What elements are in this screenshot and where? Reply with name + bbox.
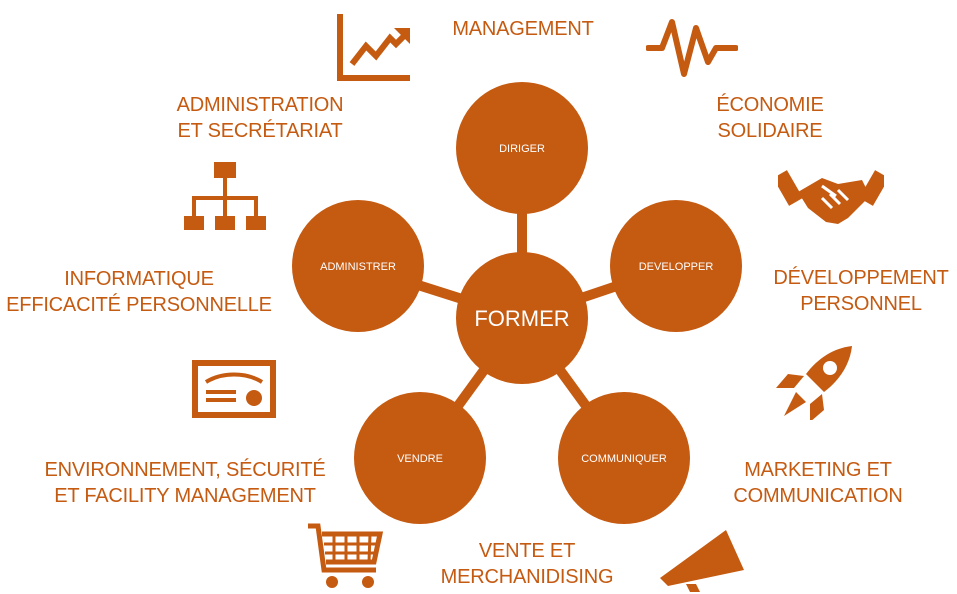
domain-informatique-line-1: INFORMATIQUE <box>64 268 214 290</box>
node-developper-label: DEVELOPPER <box>639 261 714 273</box>
domain-informatique-line-2: EFFICACITÉ PERSONNELLE <box>6 294 272 316</box>
node-diriger <box>456 82 588 214</box>
domain-vente-line-2: MERCHANIDISING <box>440 566 614 588</box>
node-diriger-label: DIRIGER <box>499 143 545 155</box>
domain-environnement-line-2: ET FACILITY MANAGEMENT <box>54 485 316 507</box>
growth-chart-icon <box>337 14 410 81</box>
domain-developpement-line-2: PERSONNEL <box>800 293 922 315</box>
domain-marketing-line-1: MARKETING ET <box>744 459 892 481</box>
node-vendre <box>354 392 486 524</box>
domain-administration-line-2: ET SECRÉTARIAT <box>177 120 343 142</box>
domain-administration: ADMINISTRATION ET SECRÉTARIAT <box>160 92 360 144</box>
domain-management: MANAGEMENT <box>430 16 616 42</box>
org-chart-icon <box>184 162 266 230</box>
node-administrer <box>292 200 424 332</box>
node-former <box>456 252 588 384</box>
domain-environnement: ENVIRONNEMENT, SÉCURITÉ ET FACILITY MANA… <box>30 457 340 509</box>
node-former-label: FORMER <box>474 306 569 331</box>
megaphone-icon <box>660 530 744 592</box>
domain-economie-line-1: ÉCONOMIE <box>716 94 824 116</box>
domain-economie-line-2: SOLIDAIRE <box>717 120 823 142</box>
handshake-icon <box>778 170 884 224</box>
domain-management-line-1: MANAGEMENT <box>452 18 594 40</box>
shopping-cart-icon <box>308 523 384 588</box>
node-vendre-label: VENDRE <box>397 453 443 465</box>
certificate-icon <box>192 360 276 418</box>
node-communiquer <box>558 392 690 524</box>
domain-developpement: DÉVELOPPEMENT PERSONNEL <box>770 265 952 317</box>
domain-informatique: INFORMATIQUE EFFICACITÉ PERSONNELLE <box>4 266 274 318</box>
domain-vente: VENTE ET MERCHANIDISING <box>434 538 620 590</box>
domain-environnement-line-1: ENVIRONNEMENT, SÉCURITÉ <box>44 459 326 481</box>
node-developper <box>610 200 742 332</box>
domain-marketing-line-2: COMMUNICATION <box>733 485 903 507</box>
pulse-line-icon <box>646 19 738 77</box>
node-communiquer-label: COMMUNIQUER <box>581 453 667 465</box>
rocket-icon <box>776 346 852 420</box>
domain-vente-line-1: VENTE ET <box>478 540 576 562</box>
domain-administration-line-1: ADMINISTRATION <box>176 94 344 116</box>
domain-economie: ÉCONOMIE SOLIDAIRE <box>695 92 845 144</box>
node-administrer-label: ADMINISTRER <box>320 261 396 273</box>
domain-developpement-line-1: DÉVELOPPEMENT <box>773 267 949 289</box>
domain-marketing: MARKETING ET COMMUNICATION <box>718 457 918 509</box>
